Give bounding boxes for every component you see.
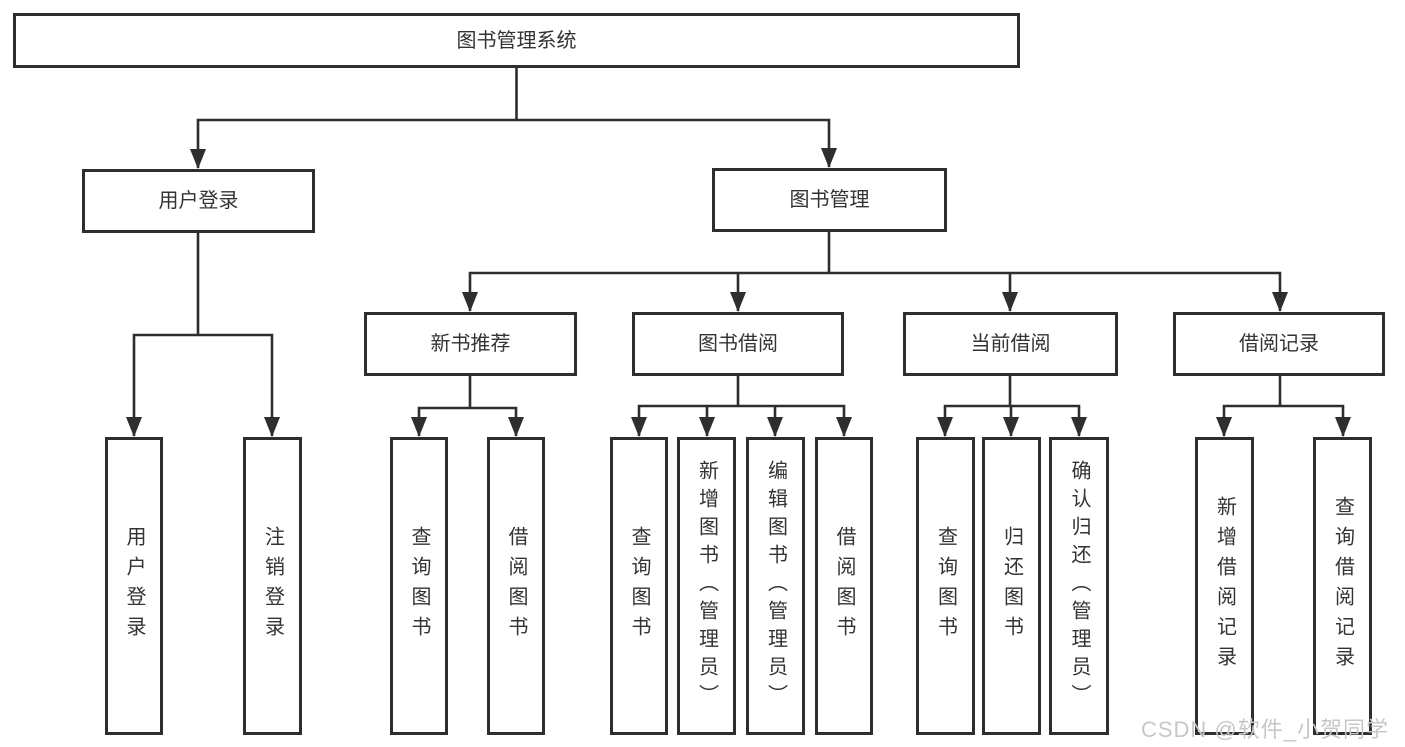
arrowhead-icon <box>126 148 1351 437</box>
node-new-book-recommend: 新书推荐 <box>364 312 577 376</box>
leaf-cb-query-books: 查询图书 <box>916 437 975 735</box>
leaf-br-query-record: 查询借阅记录 <box>1313 437 1372 735</box>
node-current-borrow: 当前借阅 <box>903 312 1118 376</box>
leaf-bb-query-books: 查询图书 <box>610 437 668 735</box>
node-user-login: 用户登录 <box>82 169 315 233</box>
leaf-cb-return-books: 归还图书 <box>982 437 1041 735</box>
leaf-br-add-record: 新增借阅记录 <box>1195 437 1254 735</box>
leaf-logout: 注销登录 <box>243 437 302 735</box>
leaf-nb-borrow-books: 借阅图书 <box>487 437 545 735</box>
leaf-cb-confirm-return-admin: 确认归还（管理员） <box>1049 437 1109 735</box>
leaf-nb-query-books: 查询图书 <box>390 437 448 735</box>
leaf-user-login: 用户登录 <box>105 437 163 735</box>
node-book-borrow: 图书借阅 <box>632 312 844 376</box>
leaf-bb-add-books-admin: 新增图书（管理员） <box>677 437 736 735</box>
leaf-bb-borrow-books: 借阅图书 <box>815 437 873 735</box>
node-borrow-records: 借阅记录 <box>1173 312 1385 376</box>
watermark: CSDN @软件_小贺同学 <box>1140 717 1389 742</box>
node-library-management-system: 图书管理系统 <box>13 13 1020 68</box>
node-book-management: 图书管理 <box>712 168 947 232</box>
leaf-bb-edit-books-admin: 编辑图书（管理员） <box>746 437 805 735</box>
